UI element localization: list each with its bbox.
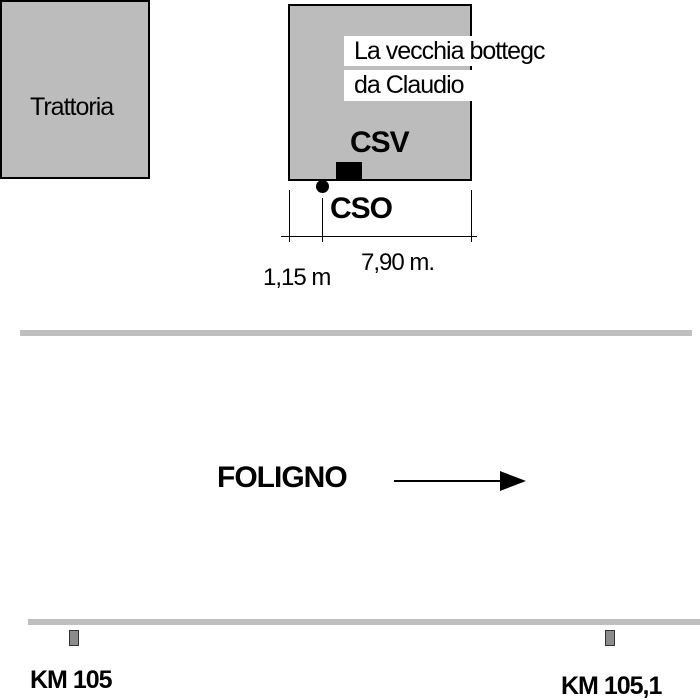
dim-tick-middle xyxy=(322,198,323,242)
cso-label: CSO xyxy=(330,192,393,225)
trattoria-label: Trattoria xyxy=(30,93,114,121)
csv-label: CSV xyxy=(350,126,410,159)
road-edge-top xyxy=(20,330,692,336)
dimension-right-label: 7,90 m. xyxy=(361,249,435,276)
direction-label: FOLIGNO xyxy=(217,461,348,494)
km-105-label: KM 105 xyxy=(30,666,113,694)
km-105-1-label: KM 105,1 xyxy=(561,672,662,700)
csv-sensor-block xyxy=(336,162,362,179)
bottega-name-line2: da Claudio xyxy=(344,70,472,101)
km-marker-105 xyxy=(69,630,79,646)
trattoria-building xyxy=(0,0,150,179)
cso-sensor-dot xyxy=(316,180,329,193)
dimension-left-label: 1,15 m xyxy=(263,266,331,290)
road-edge-bottom xyxy=(28,619,700,625)
dimension-line xyxy=(281,236,477,237)
bottega-name-line1: La vecchia bottegc xyxy=(344,36,553,66)
km-marker-105-1 xyxy=(605,630,615,646)
dim-tick-right xyxy=(471,190,472,242)
dim-tick-left xyxy=(289,190,290,242)
